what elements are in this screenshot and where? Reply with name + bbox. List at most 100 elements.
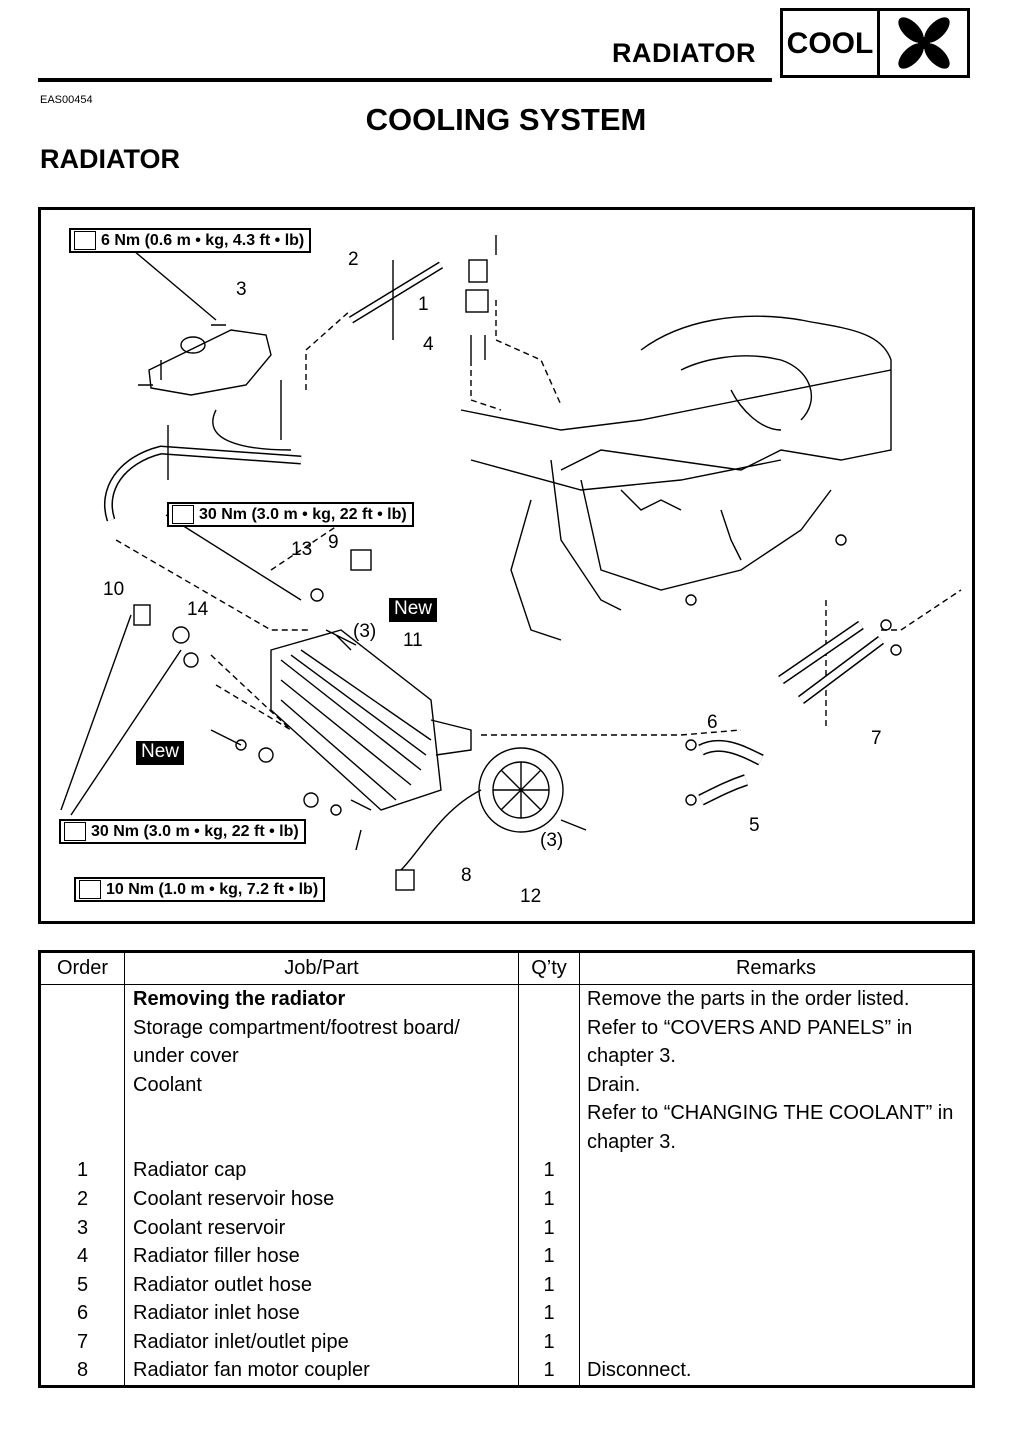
table-row: Storage compartment/footrest board/under… xyxy=(39,1013,974,1071)
torque-wrench-icon xyxy=(74,231,96,250)
table-row: 6 Radiator inlet hose 1 xyxy=(39,1299,974,1328)
torque-spec-text: 30 Nm (3.0 m • kg, 22 ft • lb) xyxy=(199,505,407,523)
column-header-order: Order xyxy=(39,951,125,985)
table-row: 3 Coolant reservoir 1 xyxy=(39,1213,974,1243)
cell-qty: 1 xyxy=(518,1242,580,1271)
job-part-line: Radiator fan motor coupler xyxy=(133,1359,370,1382)
cell-qty: 1 xyxy=(518,1356,580,1385)
callout-5: 5 xyxy=(749,815,760,836)
remarks-line: Refer to “COVERS AND PANELS” in xyxy=(587,1016,913,1039)
cell-remarks xyxy=(580,1271,974,1300)
callout-quantity-3: (3) xyxy=(353,621,377,642)
cell-job-part: Coolant reservoir hose xyxy=(124,1184,519,1214)
job-part-line: Radiator outlet hose xyxy=(133,1273,313,1296)
cell-order: 3 xyxy=(39,1213,125,1243)
remarks-line: Drain. xyxy=(587,1073,641,1096)
cell-qty: 1 xyxy=(518,1156,580,1185)
cell-order: 5 xyxy=(39,1270,125,1300)
table-filler-row xyxy=(39,1384,974,1387)
cell-remarks: Drain. Refer to “CHANGING THE COOLANT” in… xyxy=(580,1071,974,1157)
torque-spec-text: 10 Nm (1.0 m • kg, 7.2 ft • lb) xyxy=(106,880,319,898)
filler-cell xyxy=(518,1384,580,1387)
filler-cell xyxy=(39,1384,125,1387)
remarks-line: Disconnect. xyxy=(587,1359,692,1382)
fan-icon xyxy=(880,11,967,75)
cell-remarks xyxy=(580,1185,974,1214)
callout-13: 13 xyxy=(291,539,313,560)
remarks-line: Refer to “CHANGING THE COOLANT” in xyxy=(587,1102,954,1125)
cell-qty xyxy=(518,984,580,1014)
cell-job-part: Radiator fan motor coupler xyxy=(124,1356,519,1385)
new-part-badge: New xyxy=(389,598,438,622)
cell-qty: 1 xyxy=(518,1327,580,1357)
torque-spec-text: 6 Nm (0.6 m • kg, 4.3 ft • lb) xyxy=(101,231,305,249)
torque-spec-reservoir-bolt: 6 Nm (0.6 m • kg, 4.3 ft • lb) xyxy=(69,228,312,253)
callout-6: 6 xyxy=(707,712,718,733)
document-code: EAS00454 xyxy=(40,94,93,106)
table-body: Removing the radiator Remove the parts in… xyxy=(39,984,974,1387)
job-part-line: Storage compartment/footrest board/ xyxy=(133,1016,460,1039)
filler-cell xyxy=(124,1384,519,1387)
cell-qty: 1 xyxy=(518,1270,580,1300)
job-part-line: under cover xyxy=(133,1045,239,1068)
cell-order: 2 xyxy=(39,1184,125,1214)
column-header-remarks: Remarks xyxy=(579,951,974,985)
cell-order xyxy=(39,984,125,1014)
torque-spec-radiator-bolt: 30 Nm (3.0 m • kg, 22 ft • lb) xyxy=(59,819,306,844)
cell-job-part: Coolant xyxy=(124,1070,519,1157)
cell-qty: 1 xyxy=(518,1299,580,1328)
job-part-line: Removing the radiator xyxy=(133,988,346,1010)
cell-order: 1 xyxy=(39,1156,125,1185)
cell-order: 6 xyxy=(39,1299,125,1328)
cell-qty: 1 xyxy=(518,1184,580,1214)
callout-12: 12 xyxy=(520,886,542,907)
torque-wrench-icon xyxy=(79,880,101,899)
section-title: RADIATOR xyxy=(40,144,180,174)
callout-11: 11 xyxy=(403,630,423,651)
callout-14: 14 xyxy=(187,599,209,620)
diagram-drawing xyxy=(60,235,962,891)
job-part-line: Coolant reservoir hose xyxy=(133,1187,335,1210)
page-title: COOLING SYSTEM xyxy=(365,102,647,137)
torque-spec-connector-bolt: 30 Nm (3.0 m • kg, 22 ft • lb) xyxy=(167,502,414,527)
cell-order: 7 xyxy=(39,1327,125,1357)
cell-job-part: Storage compartment/footrest board/under… xyxy=(124,1013,519,1071)
torque-wrench-icon xyxy=(172,505,194,524)
running-header-section: RADIATOR xyxy=(612,38,756,68)
torque-wrench-icon xyxy=(64,822,86,841)
cell-qty: 1 xyxy=(518,1213,580,1243)
column-header-qty: Q’ty xyxy=(518,951,580,985)
cell-job-part: Radiator inlet hose xyxy=(124,1299,519,1328)
new-part-badge: New xyxy=(136,741,185,765)
callout-3: 3 xyxy=(236,279,247,300)
cell-job-part: Coolant reservoir xyxy=(124,1213,519,1243)
job-part-line: Radiator filler hose xyxy=(133,1245,300,1268)
job-part-line: Coolant reservoir xyxy=(133,1216,286,1239)
cell-remarks: Remove the parts in the order listed. xyxy=(580,985,974,1014)
table-row: 5 Radiator outlet hose 1 xyxy=(39,1270,974,1300)
torque-spec-text: 30 Nm (3.0 m • kg, 22 ft • lb) xyxy=(91,822,299,840)
callout-10: 10 xyxy=(103,579,125,600)
cell-remarks xyxy=(580,1156,974,1185)
callout-1: 1 xyxy=(418,294,429,315)
cell-job-part: Radiator outlet hose xyxy=(124,1270,519,1300)
cell-job-part: Removing the radiator xyxy=(124,984,519,1014)
job-part-line: Radiator cap xyxy=(133,1159,247,1182)
callout-4: 4 xyxy=(423,334,434,355)
job-part-line: Radiator inlet hose xyxy=(133,1302,300,1325)
cell-remarks xyxy=(580,1299,974,1328)
cell-job-part: Radiator cap xyxy=(124,1156,519,1185)
cell-remarks xyxy=(580,1242,974,1271)
chapter-tab: COOL xyxy=(780,8,970,78)
table-header-row: Order Job/Part Q’ty Remarks xyxy=(39,951,974,985)
torque-spec-mount-bolt: 10 Nm (1.0 m • kg, 7.2 ft • lb) xyxy=(74,877,326,902)
table-row: 1 Radiator cap 1 xyxy=(39,1156,974,1185)
cell-order xyxy=(39,1013,125,1071)
cell-qty xyxy=(518,1013,580,1071)
exploded-diagram: 6 Nm (0.6 m • kg, 4.3 ft • lb) 30 Nm (3.… xyxy=(38,207,975,924)
callout-7: 7 xyxy=(871,728,882,749)
chapter-tag: COOL xyxy=(783,11,880,75)
cell-order: 4 xyxy=(39,1242,125,1271)
